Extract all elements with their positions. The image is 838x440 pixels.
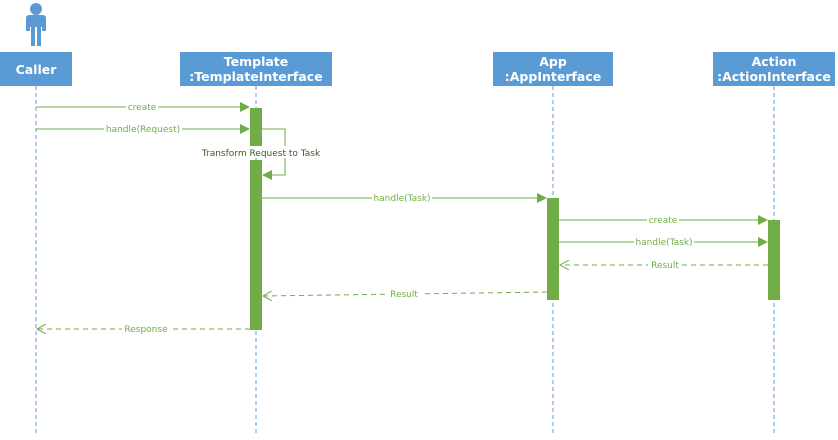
message-label-result-app: Result [651, 261, 679, 271]
message-label-handle-task-app: handle(Task) [373, 194, 430, 204]
participant-caller: Caller [0, 52, 72, 86]
activation-action [768, 220, 780, 300]
message-label-result-template: Result [390, 290, 418, 300]
participant-app-type: :AppInterface [504, 69, 602, 84]
message-label-response: Response [124, 325, 168, 335]
message-label-handle-request: handle(Request) [106, 125, 180, 135]
participant-caller-name: Caller [15, 61, 57, 77]
message-label-transform: Transform Request to Task [201, 149, 321, 159]
participant-template-type: :TemplateInterface [189, 69, 323, 84]
participant-action: Action :ActionInterface [713, 52, 835, 86]
participant-template: Template :TemplateInterface [180, 52, 332, 86]
activation-template-2 [250, 160, 262, 330]
participant-action-type: :ActionInterface [717, 69, 831, 84]
message-label-create-action: create [649, 216, 678, 226]
participant-app: App :AppInterface [493, 52, 613, 86]
actor-icon [26, 3, 46, 46]
message-label-create-template: create [128, 103, 157, 113]
participant-action-name: Action [751, 54, 797, 69]
participant-template-name: Template [223, 54, 289, 69]
message-label-handle-task-action: handle(Task) [635, 238, 692, 248]
participant-app-name: App [539, 54, 567, 69]
message-result-template [263, 292, 548, 296]
activation-template-1 [250, 108, 262, 147]
activation-app [547, 198, 559, 300]
